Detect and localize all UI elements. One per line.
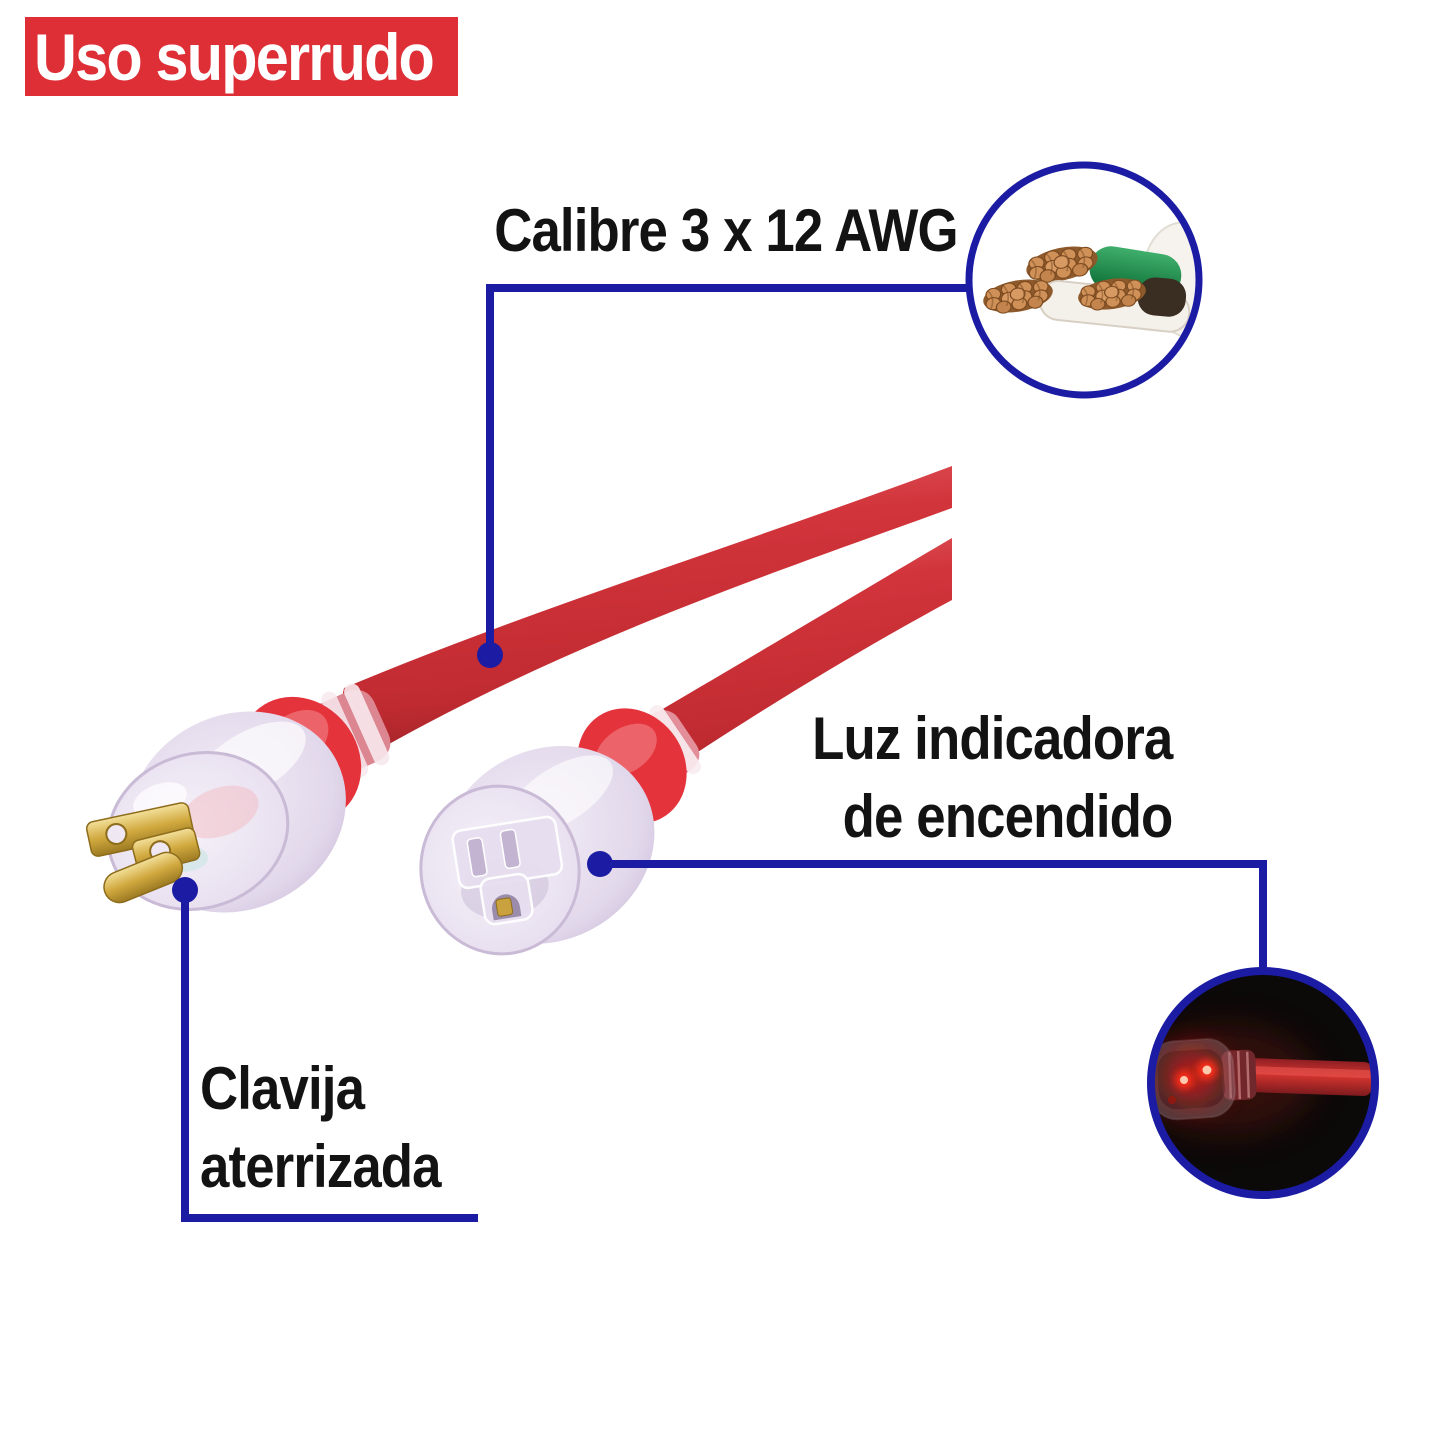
lit-neck bbox=[1221, 1049, 1257, 1101]
male-plug-prong-ground bbox=[103, 851, 184, 904]
callout-indicator-line bbox=[600, 860, 1267, 974]
led-reflection bbox=[1168, 1096, 1176, 1104]
male-plug-prong-neutral bbox=[85, 802, 194, 857]
led-core-1 bbox=[1180, 1076, 1188, 1084]
lit-connector-photo bbox=[1154, 1025, 1372, 1135]
inset-indicator-border bbox=[1147, 967, 1379, 1199]
usage-badge: Uso superrudo bbox=[25, 17, 458, 96]
lit-cable bbox=[1243, 1058, 1372, 1096]
led-core-2 bbox=[1202, 1065, 1212, 1075]
cross-section-photo bbox=[979, 221, 1196, 339]
female-receptacle bbox=[451, 815, 564, 926]
callout-indicator-dot bbox=[587, 851, 613, 877]
wire-black-insulation bbox=[1137, 277, 1187, 317]
callout-dots bbox=[172, 642, 613, 903]
inset-indicator-light bbox=[1147, 967, 1379, 1199]
male-plug bbox=[85, 683, 391, 913]
inset-cable-cross-section bbox=[965, 161, 1203, 399]
callout-calibre-dot bbox=[477, 642, 503, 668]
grounded-plug-label: Clavija aterrizada bbox=[200, 1055, 442, 1200]
male-plug-inner-tint bbox=[181, 785, 259, 839]
cable-upper bbox=[324, 466, 952, 782]
inset-cross-section-border bbox=[965, 161, 1203, 399]
usage-badge-label: Uso superrudo bbox=[34, 19, 435, 94]
callout-calibre-line bbox=[486, 284, 972, 655]
callout-lines bbox=[181, 284, 1267, 1222]
callout-plug-dot bbox=[172, 877, 198, 903]
female-connector bbox=[419, 704, 702, 956]
indicator-light-label: Luz indicadora de encendido bbox=[811, 705, 1173, 850]
calibre-label: Calibre 3 x 12 AWG bbox=[494, 197, 959, 264]
callout-plug-line bbox=[181, 890, 478, 1222]
